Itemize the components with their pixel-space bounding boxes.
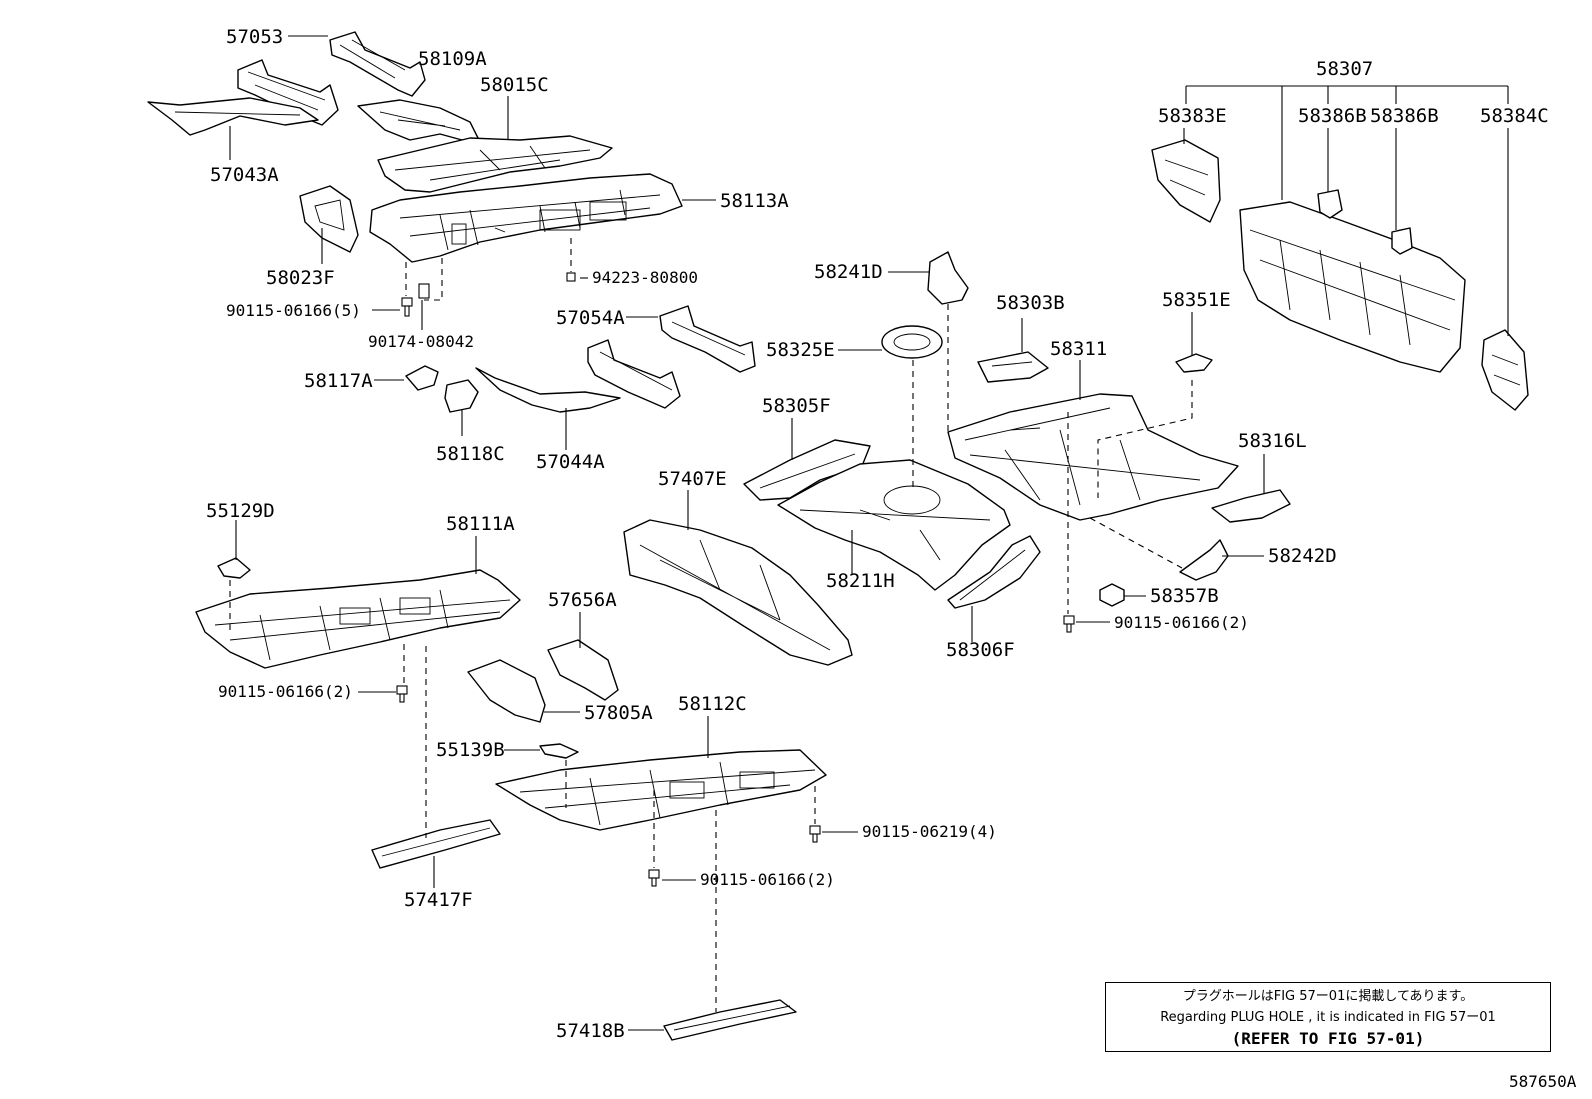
part-label-90115-06166-2b: 90115-06166(2) (218, 682, 353, 701)
bolt-icon (648, 869, 660, 887)
part-label-58113A: 58113A (720, 190, 789, 212)
bolt-icon (418, 283, 430, 299)
part-label-58118C: 58118C (436, 443, 505, 465)
part-58118C-bracket (444, 379, 479, 413)
part-label-57656A: 57656A (548, 589, 617, 611)
note-japanese: プラグホールはFIG 57ー01に掲載してあります。 (1182, 989, 1474, 1004)
part-label-57044A: 57044A (536, 451, 605, 473)
part-label-90115-06166-5: 90115-06166(5) (226, 301, 361, 320)
part-58015C-reinforcement (377, 135, 613, 193)
part-57417F-reinforcement (371, 819, 501, 869)
part-58307-rear-panel (1151, 139, 1529, 411)
part-label-58386B-2: 58386B (1370, 105, 1439, 127)
part-58357B-nut (1099, 583, 1125, 607)
part-58117A-bracket (405, 365, 439, 391)
part-57054A-bracket (659, 305, 756, 373)
part-label-58386B-1: 58386B (1298, 105, 1367, 127)
part-label-57054A: 57054A (556, 307, 625, 329)
part-label-58316L: 58316L (1238, 430, 1307, 452)
note-refer-link: (REFER TO FIG 57-01) (1231, 1029, 1425, 1048)
part-58351E-bracket (1175, 353, 1213, 373)
part-label-55129D: 55129D (206, 500, 275, 522)
part-58109A-bracket (357, 99, 479, 141)
part-57805A-bracket (467, 659, 546, 723)
part-label-58384C: 58384C (1480, 105, 1549, 127)
part-label-94223-80800: 94223-80800 (592, 268, 698, 287)
part-label-90174-08042: 90174-08042 (368, 332, 474, 351)
part-label-58242D: 58242D (1268, 545, 1337, 567)
part-58211H-center-floor (777, 459, 1011, 591)
part-57656A-bracket (547, 639, 619, 701)
part-label-58307: 58307 (1316, 58, 1373, 80)
bolt-icon (401, 297, 413, 317)
part-label-58351E: 58351E (1162, 289, 1231, 311)
bolt-icon (566, 272, 576, 282)
part-58242D-bracket (1179, 539, 1229, 581)
part-58112C-front-floor-pan (495, 749, 827, 831)
part-58303B-panel (977, 351, 1049, 383)
part-label-57417F: 57417F (404, 889, 473, 911)
part-label-58383E: 58383E (1158, 105, 1227, 127)
bolt-icon (1063, 615, 1075, 633)
part-label-58112C: 58112C (678, 693, 747, 715)
bolt-icon (809, 825, 821, 843)
part-55139B-bracket (539, 743, 579, 759)
figure-code: 587650A (1509, 1072, 1577, 1091)
part-58113A-floor-pan (369, 173, 683, 263)
part-label-58325E: 58325E (766, 339, 835, 361)
part-58023F-panel (299, 185, 359, 253)
part-58325E-cap (881, 325, 943, 359)
part-label-58303B: 58303B (996, 292, 1065, 314)
bolt-icon (396, 685, 408, 703)
part-label-58357B: 58357B (1150, 585, 1219, 607)
part-label-58023F: 58023F (266, 267, 335, 289)
leader-lines (229, 35, 1509, 1031)
part-label-90115-06219-4: 90115-06219(4) (862, 822, 997, 841)
part-label-58111A: 58111A (446, 513, 515, 535)
part-57043A-crossmember (147, 59, 339, 136)
part-58111A-front-floor-pan (195, 569, 521, 669)
note-english: Regarding PLUG HOLE , it is indicated in… (1160, 1010, 1496, 1025)
part-label-55139B: 55139B (436, 739, 505, 761)
part-55129D-bracket (217, 557, 251, 579)
part-label-57418B: 57418B (556, 1020, 625, 1042)
part-58316L-bracket (1211, 489, 1291, 523)
part-label-57053: 57053 (226, 26, 283, 48)
part-label-58311: 58311 (1050, 338, 1107, 360)
part-label-90115-06166-2a: 90115-06166(2) (1114, 613, 1249, 632)
reference-note-box: プラグホールはFIG 57ー01に掲載してあります。 Regarding PLU… (1105, 982, 1551, 1052)
part-label-58305F: 58305F (762, 395, 831, 417)
part-58306F-floor-side (947, 535, 1041, 609)
part-label-58109A: 58109A (418, 48, 487, 70)
part-58241D-bracket (927, 251, 969, 305)
part-label-58306F: 58306F (946, 639, 1015, 661)
part-label-58241D: 58241D (814, 261, 883, 283)
part-label-58117A: 58117A (304, 370, 373, 392)
part-58311-rear-floor-pan (947, 393, 1239, 521)
part-label-57805A: 57805A (584, 702, 653, 724)
part-57044A-crossmember (475, 339, 681, 413)
alignment-lines (229, 238, 1193, 1012)
part-57418B-reinforcement (663, 999, 797, 1041)
part-57053-crossmember (329, 31, 426, 97)
part-label-58211H: 58211H (826, 570, 895, 592)
part-57407E-side-member (623, 519, 853, 666)
part-label-90115-06166-2c: 90115-06166(2) (700, 870, 835, 889)
part-label-57043A: 57043A (210, 164, 279, 186)
part-label-58015C: 58015C (480, 74, 549, 96)
part-label-57407E: 57407E (658, 468, 727, 490)
